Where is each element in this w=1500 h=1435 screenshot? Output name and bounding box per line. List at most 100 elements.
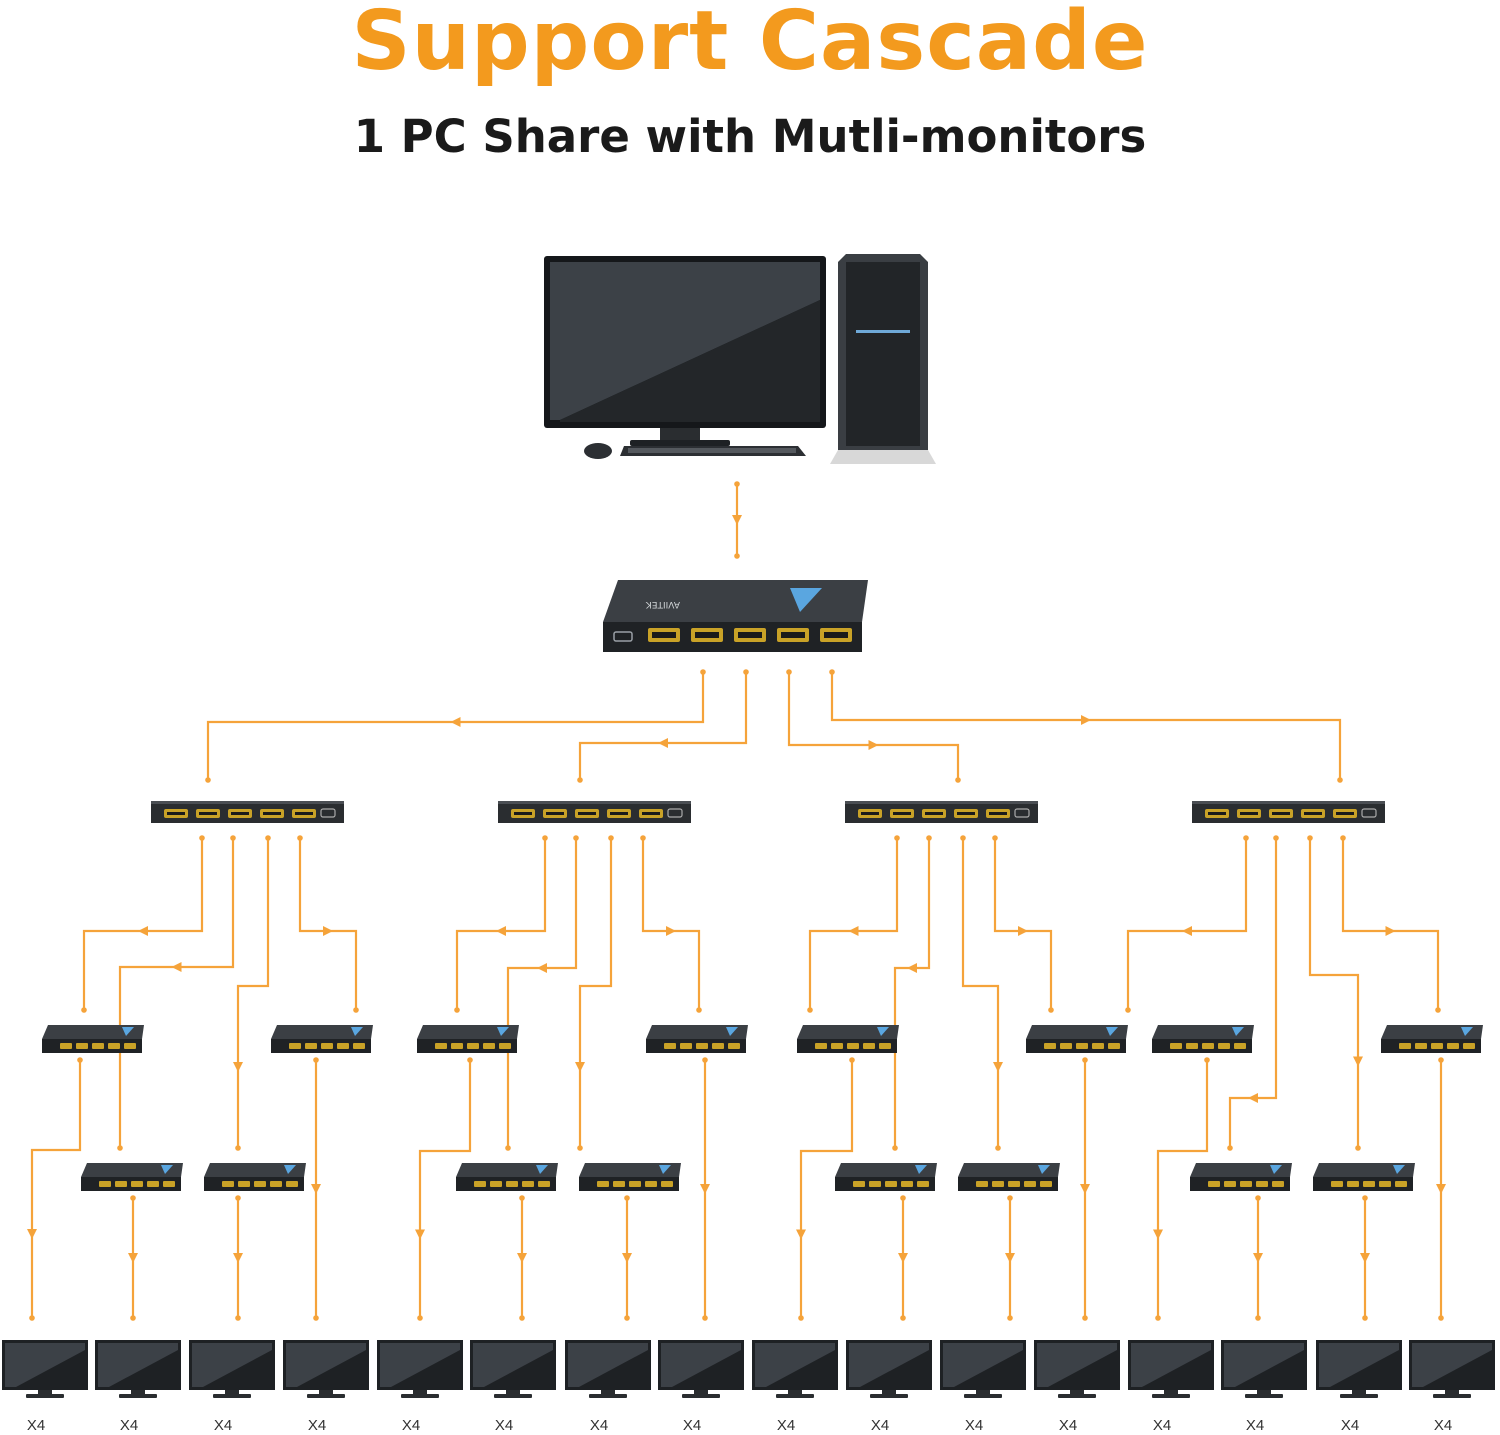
hdmi-port (222, 1181, 234, 1187)
connector-line (577, 669, 749, 783)
hdmi-port (254, 1181, 266, 1187)
hdmi-port (435, 1043, 447, 1049)
connector-line (27, 1057, 83, 1321)
monitor-icon (189, 1340, 275, 1398)
hdmi-port (108, 1043, 120, 1049)
hdmi-port (917, 1181, 929, 1187)
connector-line (807, 835, 900, 1013)
hdmi-port (1463, 1043, 1475, 1049)
monitor-icon (2, 1340, 88, 1398)
connector-line (81, 835, 205, 1013)
monitor-icon (658, 1340, 744, 1398)
hdmi-port (1186, 1043, 1198, 1049)
hdmi-port (661, 1181, 673, 1187)
monitor-count-label: X4 (590, 1417, 608, 1434)
hdmi-port (506, 1181, 518, 1187)
hdmi-port (1399, 1043, 1411, 1049)
monitor-icon (940, 1340, 1026, 1398)
connector-line (1307, 835, 1363, 1151)
hdmi-port (76, 1043, 88, 1049)
hdmi-port (1234, 1043, 1246, 1049)
monitor-count-label: X4 (1059, 1417, 1077, 1434)
hdmi-splitter-icon (42, 1025, 144, 1053)
connector-line (297, 835, 359, 1013)
hdmi-splitter-1x5-icon: AVIITEK (603, 580, 868, 652)
monitor-icon (846, 1340, 932, 1398)
hdmi-port (847, 1043, 859, 1049)
hdmi-port (1395, 1181, 1407, 1187)
connector-line (517, 1195, 527, 1321)
hdmi-port (815, 1043, 827, 1049)
connector-line (233, 835, 271, 1151)
connector-line (1125, 835, 1249, 1013)
connector-line (960, 835, 1003, 1151)
hdmi-port (522, 1181, 534, 1187)
connector-line (1005, 1195, 1015, 1321)
hdmi-splitter-icon (835, 1163, 937, 1191)
monitor-icon (565, 1340, 651, 1398)
connector-line (1360, 1195, 1370, 1321)
hdmi-splitter-icon (797, 1025, 899, 1053)
connector-line (311, 1057, 321, 1321)
connector-line (992, 835, 1054, 1013)
monitor-count-label: X4 (120, 1417, 138, 1434)
hdmi-port (147, 1181, 159, 1187)
hdmi-port (1060, 1043, 1072, 1049)
monitor-icon (1221, 1340, 1307, 1398)
connector-line (796, 1057, 855, 1321)
monitor-count-label: X4 (683, 1417, 701, 1434)
hdmi-port (863, 1043, 875, 1049)
hdmi-port (992, 1181, 1004, 1187)
connector-line (898, 1195, 908, 1321)
hdmi-port (879, 1043, 891, 1049)
hdmi-port (976, 1181, 988, 1187)
connector-line (622, 1195, 632, 1321)
hdmi-port (696, 1043, 708, 1049)
hdmi-port (474, 1181, 486, 1187)
desktop-pc-icon (544, 256, 826, 459)
hdmi-port (1240, 1181, 1252, 1187)
monitor-count-label: X4 (27, 1417, 45, 1434)
hdmi-splitter-icon (204, 1163, 306, 1191)
hdmi-port (664, 1043, 676, 1049)
hdmi-port (901, 1181, 913, 1187)
hdmi-port (1024, 1181, 1036, 1187)
connector-line (786, 669, 961, 783)
hdmi-port (1202, 1043, 1214, 1049)
hdmi-port (1092, 1043, 1104, 1049)
hdmi-splitter-icon (498, 801, 691, 823)
connector-line (640, 835, 702, 1013)
hdmi-port (163, 1181, 175, 1187)
hdmi-port (1331, 1181, 1343, 1187)
hdmi-splitter-icon (81, 1163, 183, 1191)
hdmi-splitter-icon (456, 1163, 558, 1191)
hdmi-port (1272, 1181, 1284, 1187)
hdmi-port (629, 1181, 641, 1187)
hdmi-port (99, 1181, 111, 1187)
hdmi-port (353, 1043, 365, 1049)
monitor-count-label: X4 (495, 1417, 513, 1434)
connector-line (892, 835, 932, 1151)
hdmi-splitter-icon (1026, 1025, 1128, 1053)
connector-line (233, 1195, 243, 1321)
monitor-count-label: X4 (402, 1417, 420, 1434)
hdmi-splitter-icon (1313, 1163, 1415, 1191)
hdmi-port (337, 1043, 349, 1049)
monitor-icon (283, 1340, 369, 1398)
hdmi-splitter-icon (958, 1163, 1060, 1191)
hdmi-splitter-icon (271, 1025, 373, 1053)
hdmi-port (270, 1181, 282, 1187)
hdmi-port (680, 1043, 692, 1049)
monitor-count-label: X4 (1341, 1417, 1359, 1434)
hdmi-splitter-icon (646, 1025, 748, 1053)
hdmi-port (1170, 1043, 1182, 1049)
hdmi-splitter-icon (845, 801, 1038, 823)
connector-line (575, 835, 614, 1151)
monitor-icon (470, 1340, 556, 1398)
hdmi-port (1447, 1043, 1459, 1049)
hdmi-splitter-icon (417, 1025, 519, 1053)
hdmi-splitter-icon (151, 801, 344, 823)
hdmi-port (1431, 1043, 1443, 1049)
hdmi-port (499, 1043, 511, 1049)
